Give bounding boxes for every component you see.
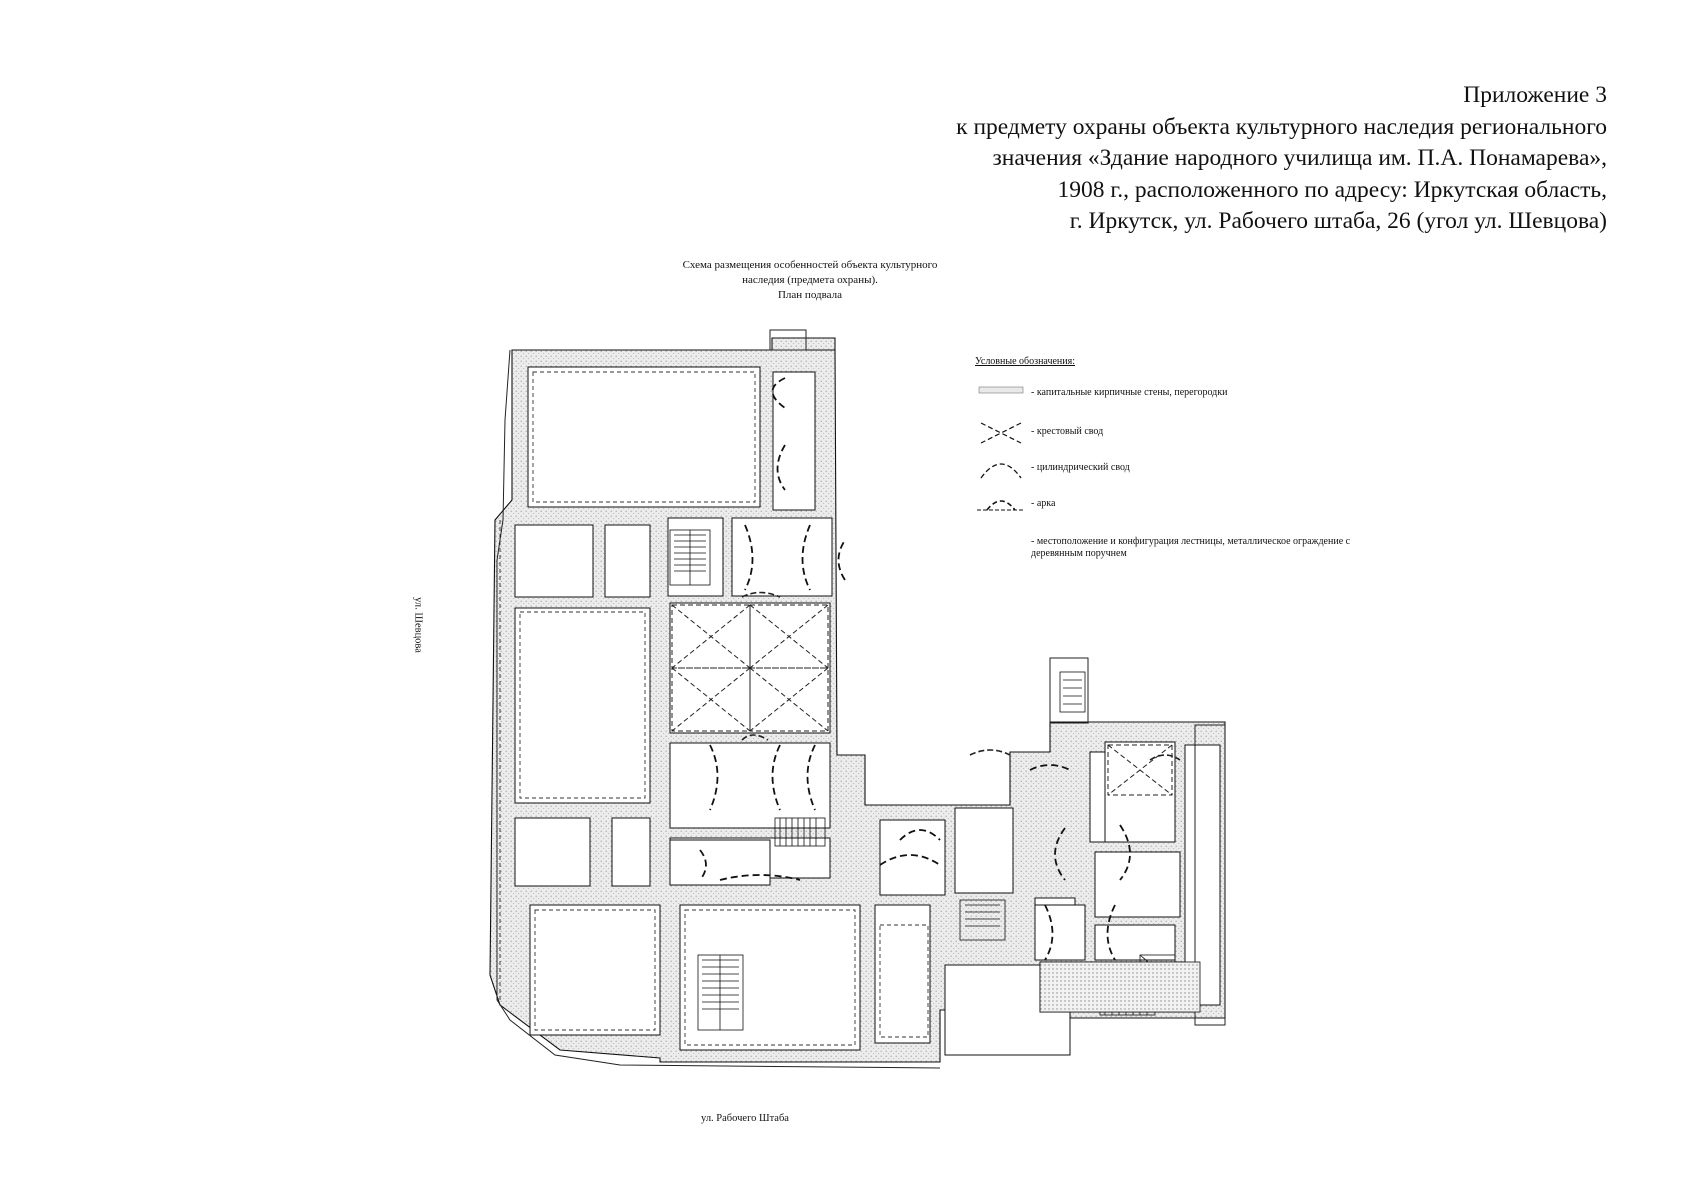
legend-label: - арка <box>1031 498 1056 509</box>
facade-line <box>496 349 941 1069</box>
legend-label: - крестовый свод <box>1031 426 1104 437</box>
room <box>611 817 651 887</box>
room <box>954 807 1014 894</box>
room <box>1104 741 1176 843</box>
legend-label: - местоположение и конфигурация лестницы… <box>1031 536 1351 559</box>
wall-symbol-icon <box>978 386 1024 394</box>
scheme-title: Схема размещения особенностей объекта ку… <box>600 258 1020 303</box>
room <box>514 607 651 804</box>
room <box>1034 904 1086 961</box>
room <box>772 371 816 511</box>
header-line: 1908 г., расположенного по адресу: Иркут… <box>1057 176 1607 203</box>
street-label-bottom: ул. Рабочего Штаба <box>701 1113 789 1124</box>
legend-title: Условные обозначения: <box>975 356 1076 367</box>
room <box>529 904 661 1036</box>
room <box>874 904 931 1044</box>
cylindrical-vaults <box>699 377 1131 961</box>
scheme-title-line: План подвала <box>777 289 843 301</box>
room <box>604 524 651 598</box>
room <box>527 366 761 508</box>
header-line: значения «Здание народного училища им. П… <box>992 145 1607 171</box>
legend-item-stair: - местоположение и конфигурация лестницы… <box>975 532 1395 562</box>
room <box>879 819 946 896</box>
cross-vaults <box>671 604 1173 796</box>
arches <box>741 591 1181 761</box>
header-line: Приложение 3 <box>1463 82 1607 108</box>
dotted-floor-area <box>1039 961 1201 1013</box>
arch-symbol-icon <box>977 500 1025 511</box>
cylindrical-vault-symbol-icon <box>980 463 1022 479</box>
dashed-outlines <box>499 371 929 1046</box>
appendix-header: Приложение 3 к предмету охраны объекта к… <box>787 80 1607 238</box>
room <box>514 524 594 598</box>
room <box>1094 851 1181 918</box>
legend-item-wall: - капитальные кирпичные стены, перегород… <box>975 381 1395 405</box>
room <box>667 517 724 597</box>
bay-window <box>1194 724 1226 1026</box>
legend-item-cylindrical-vault: - цилиндрический свод <box>975 456 1395 480</box>
legend-label: - капитальные кирпичные стены, перегород… <box>1031 387 1228 398</box>
room <box>679 904 861 1051</box>
legend-item-cross-vault: - крестовый свод <box>975 420 1395 444</box>
porch <box>769 329 807 351</box>
legend-label: - цилиндрический свод <box>1031 462 1130 473</box>
room <box>514 817 591 887</box>
scheme-title-line: Схема размещения особенностей объекта ку… <box>682 259 938 271</box>
header-line: г. Иркутск, ул. Рабочего штаба, 26 (угол… <box>1069 208 1607 234</box>
room <box>669 839 771 886</box>
cross-vault-symbol-icon <box>980 422 1022 444</box>
legend-item-arch: - арка <box>975 492 1395 516</box>
room <box>669 742 831 829</box>
header-line: к предмету охраны объекта культурного на… <box>956 113 1607 140</box>
staircases <box>669 529 1176 1031</box>
tower <box>1049 657 1089 724</box>
scheme-title-line: наследия (предмета охраны). <box>742 274 878 286</box>
